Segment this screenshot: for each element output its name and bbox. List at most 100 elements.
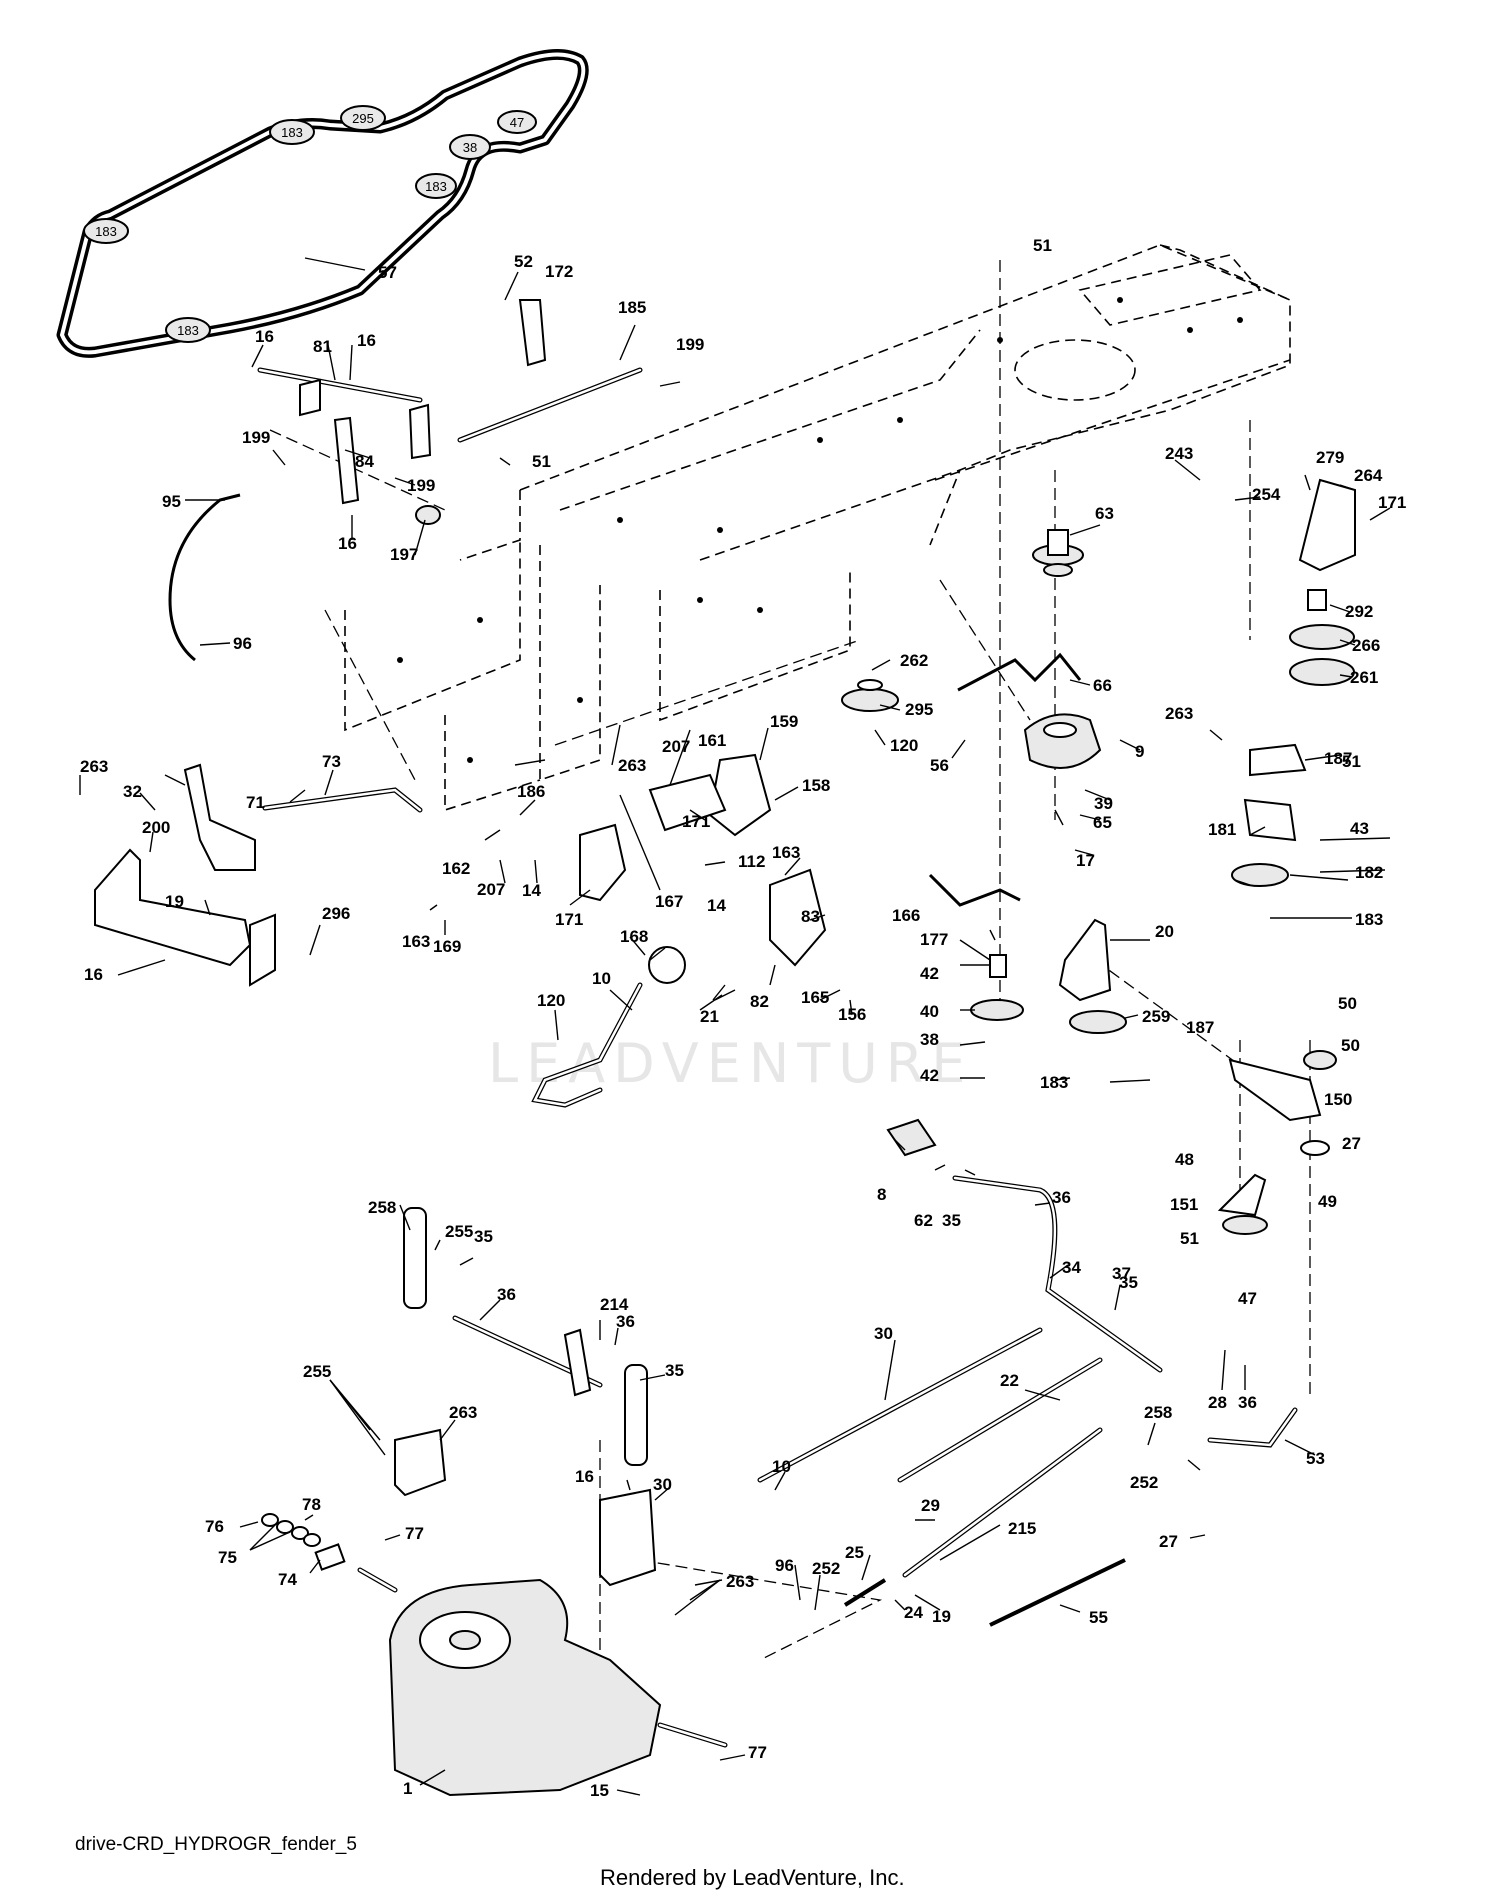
pulley-63 bbox=[1032, 529, 1084, 577]
transaxle-1 bbox=[357, 1567, 728, 1797]
callout-label: 1 bbox=[403, 1779, 412, 1798]
callout-label: 151 bbox=[1170, 1195, 1198, 1214]
callout-label: 66 bbox=[1093, 676, 1112, 695]
callout-label: 292 bbox=[1345, 602, 1373, 621]
callout-label: 263 bbox=[726, 1572, 754, 1591]
belt-pulley-38: 38 bbox=[449, 134, 491, 160]
callout-label: 10 bbox=[592, 969, 611, 988]
bracket-49 bbox=[1217, 1173, 1267, 1217]
callout-label: 35 bbox=[1119, 1273, 1138, 1292]
callout-label: 21 bbox=[700, 1007, 719, 1026]
bracket-255-left bbox=[403, 1207, 427, 1309]
callout-label: 30 bbox=[874, 1324, 893, 1343]
callout-label: 167 bbox=[655, 892, 683, 911]
link-84 bbox=[333, 416, 360, 505]
pulley-150 bbox=[1303, 1050, 1337, 1070]
arm-48 bbox=[1228, 1058, 1322, 1122]
callout-label: 172 bbox=[545, 262, 573, 281]
belt-pulley-label: 183 bbox=[425, 179, 447, 194]
callout-label: 49 bbox=[1318, 1192, 1337, 1211]
callout-label: 50 bbox=[1341, 1036, 1360, 1055]
shaft-214 bbox=[452, 1315, 603, 1397]
rod-215 bbox=[902, 1427, 1103, 1578]
callout-label: 187 bbox=[1324, 749, 1352, 768]
callout-label: 16 bbox=[255, 327, 274, 346]
callout-label: 162 bbox=[442, 859, 470, 878]
callout-label: 263 bbox=[618, 756, 646, 775]
rod-28 bbox=[897, 1357, 1103, 1483]
callout-label: 266 bbox=[1352, 636, 1380, 655]
plate-296 bbox=[94, 848, 276, 987]
callout-label: 177 bbox=[920, 930, 948, 949]
callout-label: 8 bbox=[877, 1185, 886, 1204]
callout-label: 261 bbox=[1350, 668, 1378, 687]
tractor-frame-outline bbox=[344, 244, 1291, 812]
callout-label: 262 bbox=[900, 651, 928, 670]
callout-label: 27 bbox=[1159, 1532, 1178, 1551]
bracket-264 bbox=[1298, 478, 1356, 572]
callout-label: 42 bbox=[920, 964, 939, 983]
callout-label: 82 bbox=[750, 992, 769, 1011]
belt-pulley-label: 183 bbox=[281, 125, 303, 140]
callout-label: 83 bbox=[801, 907, 820, 926]
pulley-266 bbox=[1289, 624, 1355, 650]
callout-label: 19 bbox=[165, 892, 184, 911]
callout-label: 38 bbox=[920, 1030, 939, 1049]
belt-pulley-label: 47 bbox=[510, 115, 524, 130]
callout-label: 96 bbox=[233, 634, 252, 653]
callout-label: 96 bbox=[775, 1556, 794, 1575]
callout-label: 15 bbox=[590, 1781, 609, 1800]
callout-label: 171 bbox=[555, 910, 583, 929]
callout-label: 53 bbox=[1306, 1449, 1325, 1468]
watermark-text: LEADVENTURE bbox=[488, 1032, 973, 1095]
callout-label: 185 bbox=[618, 298, 646, 317]
callout-label: 43 bbox=[1350, 819, 1369, 838]
callout-label: 120 bbox=[537, 991, 565, 1010]
callout-label: 165 bbox=[801, 988, 829, 1007]
arm-159 bbox=[648, 773, 727, 832]
callout-label: 19 bbox=[932, 1607, 951, 1626]
washer-151 bbox=[1300, 1140, 1330, 1156]
callout-label: 243 bbox=[1165, 444, 1193, 463]
callout-label: 258 bbox=[1144, 1403, 1172, 1422]
bracket-255-right bbox=[624, 1364, 648, 1466]
bracket-73 bbox=[183, 763, 256, 871]
callout-label: 57 bbox=[378, 263, 397, 282]
spring-66 bbox=[957, 652, 1082, 692]
bracket-259 bbox=[1058, 918, 1112, 1002]
callout-label: 39 bbox=[1094, 794, 1113, 813]
callout-label: 163 bbox=[772, 843, 800, 862]
callout-label: 25 bbox=[845, 1543, 864, 1562]
callout-label: 75 bbox=[218, 1548, 237, 1567]
diagram-filename: drive-CRD_HYDROGR_fender_5 bbox=[75, 1834, 357, 1855]
callout-label: 17 bbox=[1076, 851, 1095, 870]
callout-label: 161 bbox=[698, 731, 726, 750]
rendered-by-credit: Rendered by LeadVenture, Inc. bbox=[600, 1865, 905, 1890]
callout-label: 168 bbox=[620, 927, 648, 946]
callout-label: 74 bbox=[278, 1570, 297, 1589]
drive-belt bbox=[56, 49, 589, 358]
callout-label: 259 bbox=[1142, 1007, 1170, 1026]
callout-label: 40 bbox=[920, 1002, 939, 1021]
bracket-30-center bbox=[599, 1488, 657, 1587]
callout-label: 207 bbox=[662, 737, 690, 756]
lift-shaft-81 bbox=[257, 367, 432, 460]
rod-71 bbox=[262, 787, 423, 813]
pulley-38 bbox=[970, 999, 1024, 1021]
callout-label: 73 bbox=[322, 752, 341, 771]
callout-label: 120 bbox=[890, 736, 918, 755]
callout-label: 65 bbox=[1093, 813, 1112, 832]
belt-pulley-label: 295 bbox=[352, 111, 374, 126]
callout-label: 16 bbox=[84, 965, 103, 984]
rod-22 bbox=[757, 1327, 1043, 1483]
bracket-182 bbox=[1243, 798, 1297, 842]
belt-pulley-183: 183 bbox=[269, 119, 315, 145]
callout-label: 34 bbox=[1062, 1258, 1081, 1277]
leader-lines bbox=[79, 257, 1391, 1796]
callout-label: 295 bbox=[905, 700, 933, 719]
callout-label: 10 bbox=[772, 1457, 791, 1476]
callout-label: 22 bbox=[1000, 1371, 1019, 1390]
bushing-62 bbox=[886, 1118, 937, 1157]
callout-label: 77 bbox=[405, 1524, 424, 1543]
